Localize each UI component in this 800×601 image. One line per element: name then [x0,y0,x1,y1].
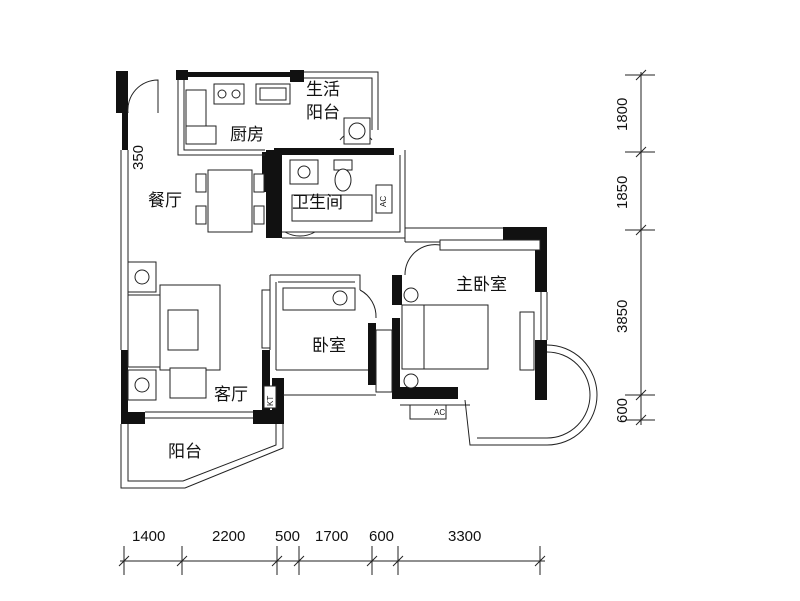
ac-mark: AC [434,408,445,417]
walls [116,70,547,424]
wardrobe [439,239,541,251]
dim-right-1: 1800 [614,98,631,131]
dim-right-4: 600 [614,398,631,423]
doors [127,79,441,319]
label-bedroom: 卧室 [312,336,346,356]
label-kitchen: 厨房 [230,125,264,145]
dim-bottom-5: 600 [369,528,394,545]
ac-unit [375,184,393,214]
dim-bottom-4: 1700 [315,528,348,545]
dim-right-2: 1850 [614,176,631,209]
label-living-balcony: 生活 [306,80,340,100]
dimension-bottom: 1400 2200 500 1700 600 3300 [118,528,546,575]
furniture [127,83,541,420]
armchair [169,367,207,399]
dim-left: 350 [130,145,147,170]
dim-bottom-6: 3300 [448,528,481,545]
dim-right-3: 3850 [614,300,631,333]
label-dining: 餐厅 [148,191,182,211]
dim-bottom-1: 1400 [132,528,165,545]
label-living-balcony-2: 阳台 [306,103,340,123]
stove-icon [213,83,245,105]
label-bathroom: 卫生间 [292,193,343,213]
label-master-bedroom: 主卧室 [456,275,507,295]
dimension-right: 1800 1850 3850 600 [614,69,655,426]
dining-table [207,169,253,233]
label-balcony: 阳台 [168,442,202,462]
dim-bottom-2: 2200 [212,528,245,545]
ac-mark: AC [379,196,388,207]
label-living-room: 客厅 [214,385,248,405]
room-labels: 生活 阳台 厨房 餐厅 卫生间 主卧室 卧室 客厅 阳台 [148,80,507,462]
sofa [127,294,161,368]
kt-mark: KT [266,396,275,406]
dim-bottom-3: 500 [275,528,300,545]
ac-unit [409,404,447,420]
